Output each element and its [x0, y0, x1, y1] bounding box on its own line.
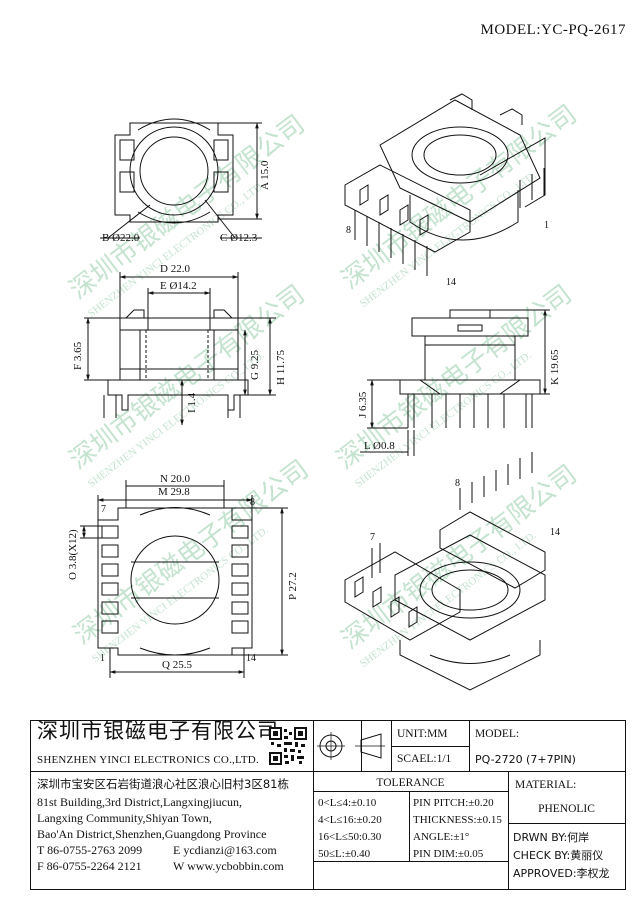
- dim-l: L Ø0.8: [364, 440, 395, 452]
- pin-tolerance-row: ANGLE:±1°: [413, 831, 470, 843]
- model-title: MODEL:YC-PQ-2617: [480, 22, 626, 38]
- divider: [313, 791, 508, 792]
- pin-label-8: 8: [455, 478, 460, 489]
- dim-o: O 3.8(X12): [67, 529, 79, 580]
- unit-label: UNIT:MM: [397, 728, 448, 740]
- pin-label-1: 1: [544, 220, 549, 231]
- pin-tolerance-row: PIN DIM:±0.05: [413, 848, 484, 860]
- isometric-view-top: [344, 93, 546, 276]
- dim-b: B Ø22.0: [102, 232, 140, 244]
- watermark-cn: 深圳市银磁电子有限公司: [336, 100, 582, 296]
- address-line: Bao'An District,Shenzhen,Guangdong Provi…: [37, 827, 267, 841]
- tolerance-title: TOLERANCE: [376, 777, 445, 789]
- phone-number: T 86-0755-2763 2099: [37, 843, 143, 857]
- email-address: E ycdianzi@163.com: [173, 843, 277, 857]
- divider: [391, 746, 469, 747]
- front-view: [84, 272, 276, 426]
- dim-d: D 22.0: [160, 263, 190, 275]
- address-line: 81st Building,3rd District,Langxingjiucu…: [37, 795, 242, 809]
- address-line: Langxing Community,Shiyan Town,: [37, 811, 212, 825]
- qr-code-icon: [269, 727, 307, 765]
- dim-f: F 3.65: [72, 341, 84, 370]
- dim-c: C Ø12.3: [220, 232, 258, 244]
- projection-symbol-icon: [317, 732, 385, 760]
- divider: [313, 861, 508, 862]
- dim-j: J 6.35: [357, 391, 369, 418]
- dim-k: K 19.65: [549, 349, 561, 385]
- tolerance-row: 4<L≤16:±0.20: [318, 814, 382, 826]
- company-name-en: SHENZHEN YINCI ELECTRONICS CO.,LTD.: [37, 754, 259, 766]
- material-label: MATERIAL:: [515, 779, 577, 791]
- dim-n: N 20.0: [160, 473, 190, 485]
- dim-m: M 29.8: [158, 486, 190, 498]
- divider: [313, 771, 314, 889]
- website-link[interactable]: W www.ycbobbin.com: [173, 859, 284, 873]
- pin-labels: 8 1 14 7 8 1 14 7 8 14: [100, 220, 560, 664]
- divider: [469, 721, 470, 771]
- dim-g: G 9.25: [249, 350, 261, 380]
- pin-label-14: 14: [446, 277, 456, 288]
- watermark-cn: 深圳市银磁电子有限公司: [64, 110, 310, 306]
- divider: [31, 771, 625, 772]
- bottom-view: [80, 480, 288, 678]
- material-value: PHENOLIC: [538, 803, 595, 815]
- dimension-labels: A 15.0 B Ø22.0 C Ø12.3 D 22.0 E Ø14.2 F …: [67, 160, 561, 671]
- dim-e: E Ø14.2: [160, 280, 197, 292]
- dim-p: P 27.2: [287, 572, 299, 600]
- dim-q: Q 25.5: [162, 659, 192, 671]
- dim-h: H 11.75: [275, 349, 287, 385]
- pin-label-14: 14: [246, 653, 256, 664]
- divider: [508, 823, 625, 824]
- model-label: MODEL:: [475, 728, 520, 740]
- drawn-by: DRWN BY:何岸: [513, 831, 590, 844]
- dim-i: I 1.4: [186, 392, 198, 413]
- divider: [508, 771, 509, 889]
- pin-label-7: 7: [101, 504, 106, 515]
- company-name-cn: 深圳市银磁电子有限公司: [37, 719, 279, 743]
- address-line-cn: 深圳市宝安区石岩街道浪心社区浪心旧村3区81栋: [37, 777, 289, 791]
- isometric-view-bottom: [344, 452, 546, 691]
- pin-label-8: 8: [250, 497, 255, 508]
- checked-by: CHECK BY:黄丽仪: [513, 849, 604, 862]
- side-view: [360, 309, 550, 456]
- title-block: 深圳市银磁电子有限公司 SHENZHEN YINCI ELECTRONICS C…: [30, 720, 626, 890]
- technical-drawing: 深圳市银磁电子有限公司 SHENZHEN YINCI ELECTRONICS C…: [64, 93, 583, 691]
- tolerance-row: 0<L≤4:±0.10: [318, 797, 377, 809]
- divider: [409, 791, 410, 861]
- pin-label-8: 8: [346, 225, 351, 236]
- approved-by: APPROVED:李权龙: [513, 867, 610, 880]
- top-view: [100, 118, 262, 239]
- pin-tolerance-row: PIN PITCH:±0.20: [413, 797, 494, 809]
- divider: [313, 721, 314, 771]
- scale-label: SCAEL:1/1: [397, 753, 452, 765]
- fax-number: F 86-0755-2264 2121: [37, 859, 142, 873]
- pin-label-1: 1: [100, 653, 105, 664]
- model-value: PQ-2720 (7+7PIN): [475, 753, 576, 766]
- dim-a: A 15.0: [259, 160, 271, 190]
- pin-label-7: 7: [370, 532, 375, 543]
- tolerance-row: 50≤L:±0.40: [318, 848, 371, 860]
- pin-label-14: 14: [550, 527, 560, 538]
- pin-tolerance-row: THICKNESS:±0.15: [413, 814, 502, 826]
- tolerance-row: 16<L≤50:0.30: [318, 831, 382, 843]
